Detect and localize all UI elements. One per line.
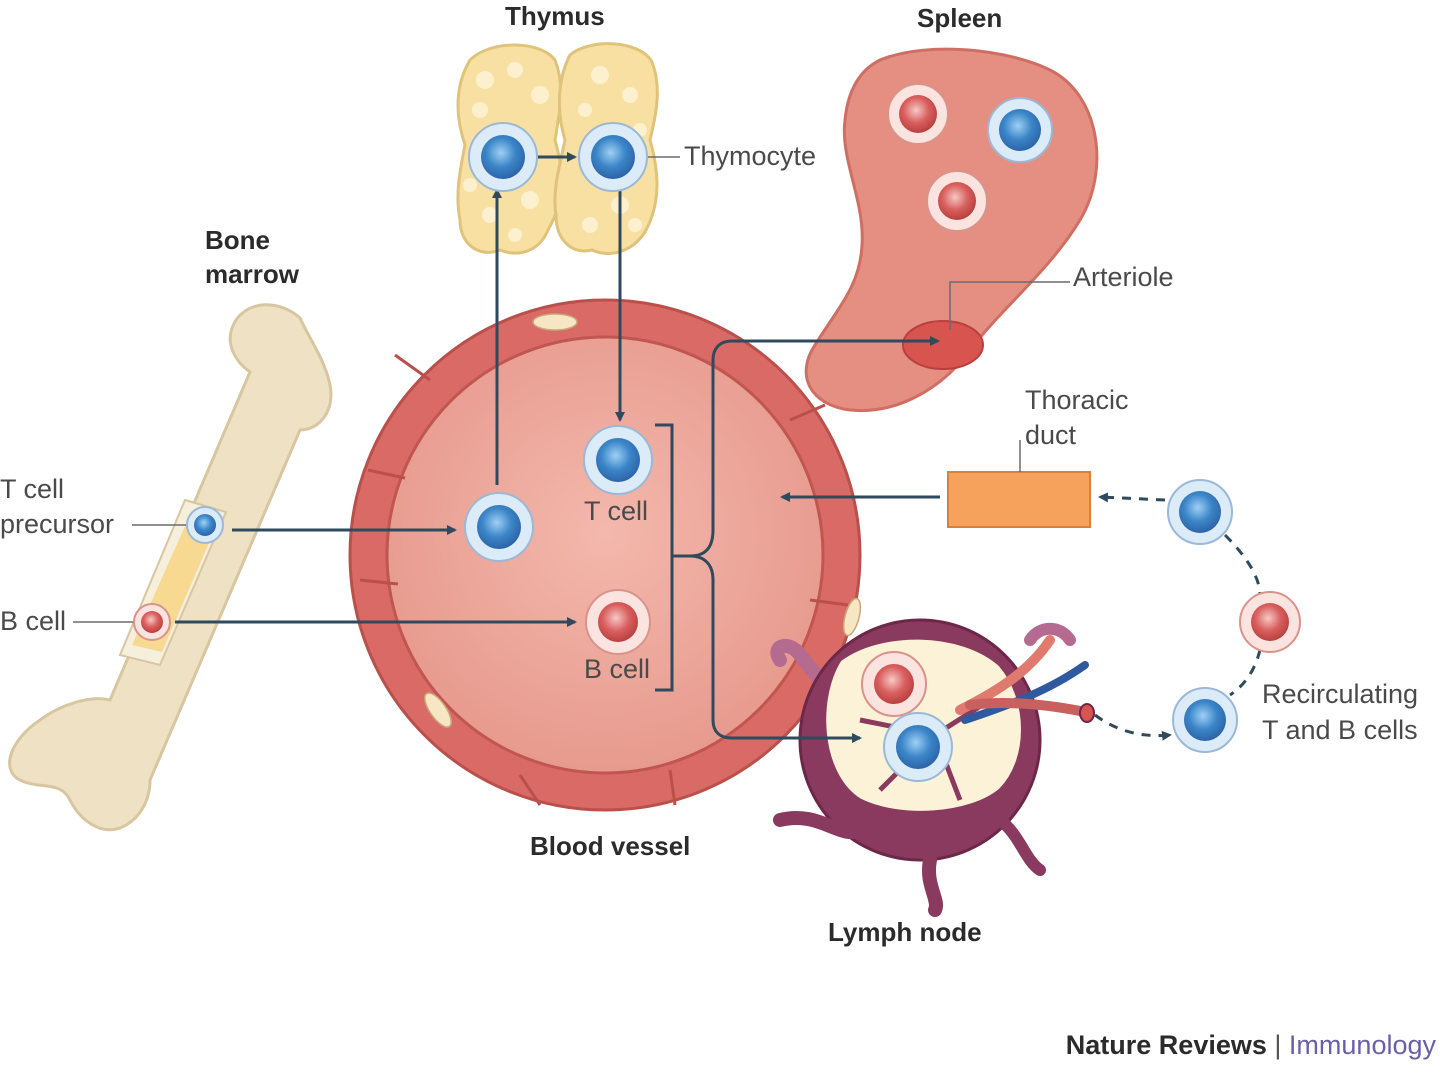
thymus-label: Thymus <box>505 1 605 31</box>
thymocyte-cell-1 <box>468 122 538 192</box>
t-cell-precursor-label-line2: precursor <box>0 509 115 539</box>
bone-marrow-label-line2: marrow <box>205 259 299 289</box>
b-cell-label: B cell <box>584 654 651 684</box>
journal-separator: | <box>1274 1030 1282 1060</box>
thoracic-duct-label-line1: Thoracic <box>1025 385 1129 415</box>
vessel-b-cell <box>585 589 651 655</box>
lymph-node-b-cell <box>861 651 927 717</box>
recirculating-b-cell <box>1239 591 1301 653</box>
recirculating-label-line1: Recirculating <box>1262 679 1419 709</box>
migration-arrows <box>175 152 940 743</box>
b-cell-marrow-label: B cell <box>0 606 67 636</box>
recirculating-t-cell-2 <box>1172 687 1238 753</box>
arteriole <box>902 320 984 370</box>
t-cell-label: T cell <box>584 496 649 526</box>
recirculating-label-line2: T and B cells <box>1262 715 1418 745</box>
bone-marrow-label-line1: Bone <box>205 225 270 255</box>
bone-marrow-bone <box>8 303 333 832</box>
thymus-organ <box>456 42 659 255</box>
recirculation-arrows <box>1094 492 1262 741</box>
t-cell-precursor-cell <box>186 506 224 544</box>
journal-credit: Nature Reviews | Immunology <box>1066 1030 1436 1061</box>
lymph-node-label: Lymph node <box>828 917 982 947</box>
vessel-t-cell <box>583 425 653 495</box>
spleen-t-cell <box>987 97 1053 163</box>
cells <box>133 83 1301 782</box>
thoracic-duct-label-line2: duct <box>1025 420 1077 450</box>
spleen-b-cell-2 <box>926 170 988 232</box>
blood-vessel-label: Blood vessel <box>530 831 691 861</box>
journal-name: Nature Reviews <box>1065 1030 1267 1060</box>
lymph-node-t-cell <box>883 712 953 782</box>
thoracic-duct <box>947 471 1091 528</box>
spleen-label: Spleen <box>917 3 1003 33</box>
t-cell-precursor-label-line1: T cell <box>0 474 65 504</box>
vessel-t-cell-entering <box>464 492 534 562</box>
journal-section: Immunology <box>1288 1030 1436 1060</box>
recirculating-t-cell-1 <box>1167 479 1233 545</box>
arteriole-label: Arteriole <box>1073 262 1174 292</box>
spleen-b-cell-1 <box>887 83 949 145</box>
b-cell-marrow-cell <box>133 603 171 641</box>
thymocyte-cell-2 <box>578 122 648 192</box>
thymocyte-label: Thymocyte <box>684 141 817 171</box>
